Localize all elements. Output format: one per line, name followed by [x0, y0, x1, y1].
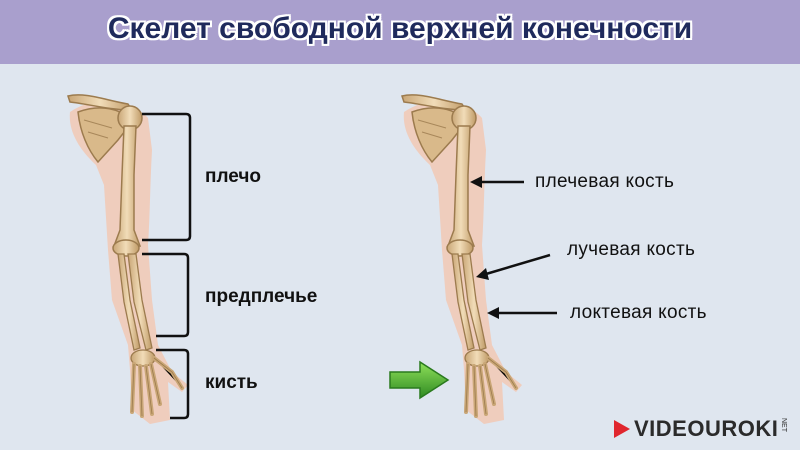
hand-bracket [156, 348, 190, 420]
label-ulna: локтевая кость [570, 302, 707, 323]
shoulder-bracket [142, 112, 192, 242]
diagram-canvas [66, 92, 557, 427]
left-arm-illustration [66, 92, 190, 427]
label-hand: кисть [205, 372, 258, 393]
ulna-pointer [487, 307, 557, 319]
label-shoulder: плечо [205, 166, 262, 187]
logo-icon [614, 420, 630, 438]
logo: VIDEOUROKI NET [612, 414, 790, 444]
humerus-pointer [470, 176, 524, 188]
radius-pointer [476, 253, 551, 280]
logo-suffix: NET [780, 418, 787, 432]
green-arrow-icon [389, 360, 450, 400]
label-radius: лучевая кость [567, 239, 696, 260]
logo-text: VIDEOUROKI [634, 416, 779, 441]
label-forearm: предплечье [205, 286, 318, 307]
title-bar [0, 0, 800, 64]
page-title: Скелет свободной верхней конечности [107, 12, 693, 45]
label-humerus: плечевая кость [535, 171, 675, 192]
forearm-bracket [142, 252, 190, 338]
